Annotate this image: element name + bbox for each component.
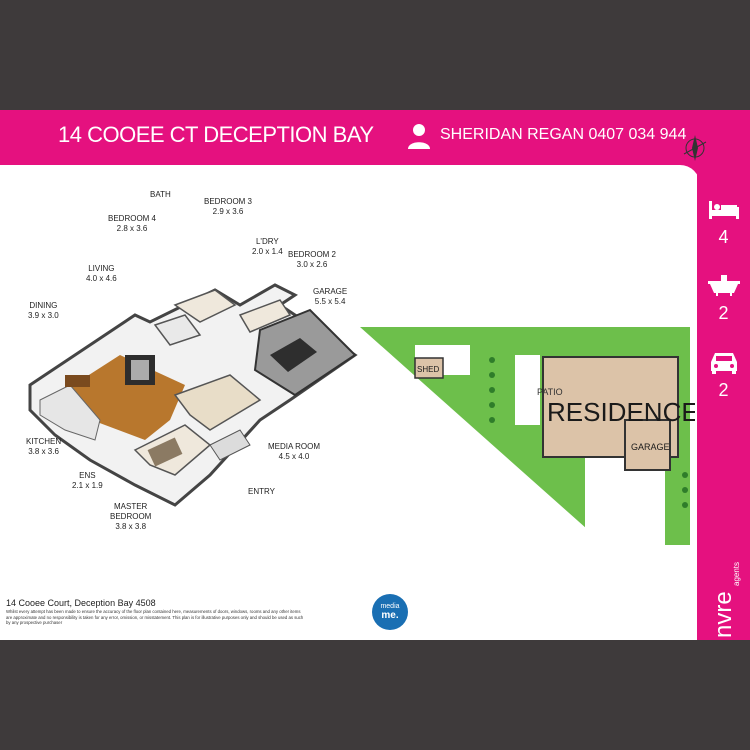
svg-text:PATIO: PATIO: [537, 387, 563, 397]
floor-plan-3d: [28, 283, 358, 507]
address-title: 14 COOEE CT DECEPTION BAY: [58, 122, 374, 147]
svg-text:nvre: nvre: [710, 591, 737, 638]
bath-icon: [708, 275, 740, 296]
header-bar: 14 COOEE CT DECEPTION BAY SHERIDAN REGAN…: [0, 110, 750, 165]
footer-address: 14 Cooee Court, Deception Bay 4508: [6, 598, 156, 608]
svg-text:agents: agents: [732, 562, 741, 586]
person-icon: [408, 124, 430, 149]
media-me-logo: media me.: [372, 594, 408, 630]
bedroom-count: 4: [718, 227, 729, 247]
svg-text:SHED: SHED: [417, 365, 439, 374]
agent-contact: SHERIDAN REGAN 0407 034 944: [440, 126, 687, 143]
sidebar-corner: [680, 165, 700, 185]
bed-icon: [709, 201, 739, 219]
room-label-bath: BATH: [150, 190, 171, 199]
car-space-count: 2: [718, 380, 729, 400]
listing-card: 14 COOEE CT DECEPTION BAY SHERIDAN REGAN…: [0, 110, 750, 640]
svg-text:GARAGE: GARAGE: [631, 442, 670, 452]
nvre-agents-logo: nvre agents: [710, 562, 741, 638]
svg-text:RESIDENCE: RESIDENCE: [547, 397, 695, 427]
car-icon: [711, 353, 737, 374]
site-plan: PATIO RESIDENCE GARAGE SHED: [360, 327, 695, 545]
feature-sidebar: 4 2 2: [697, 165, 750, 640]
bathroom-count: 2: [718, 303, 729, 323]
compass-icon: [683, 135, 707, 161]
room-label-entry: ENTRY: [248, 487, 275, 496]
footer-disclaimer: Whilst every attempt has been made to en…: [6, 609, 304, 625]
